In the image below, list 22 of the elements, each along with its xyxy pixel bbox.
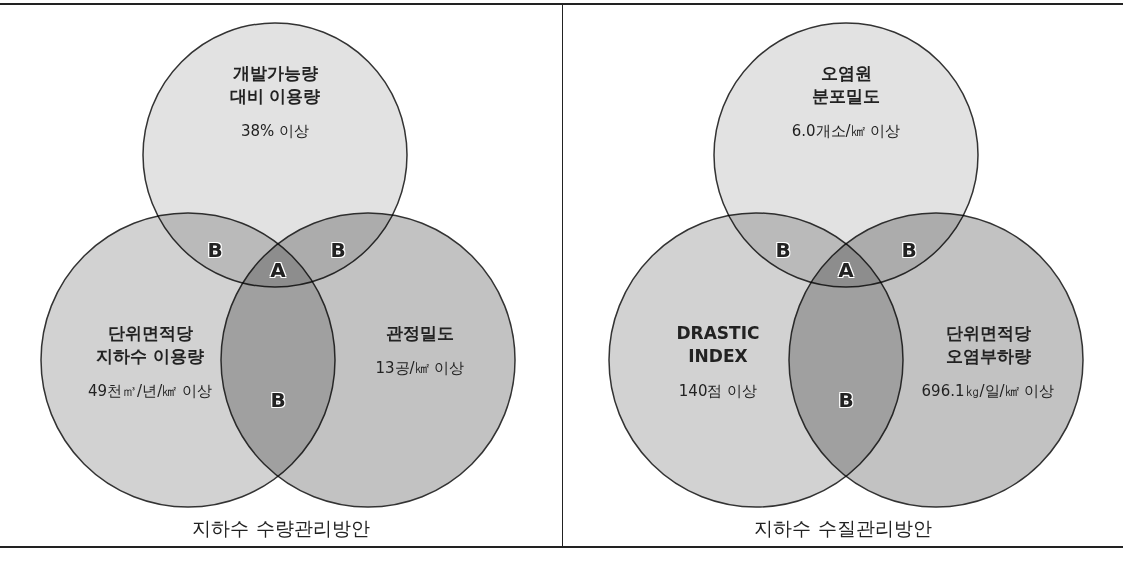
- panel-caption: 지하수 수량관리방안: [192, 516, 370, 541]
- circle-heading: 단위면적당 오염부하량: [944, 322, 1032, 368]
- threshold-value: 696.1㎏/일/㎢ 이상: [920, 382, 1056, 401]
- threshold-value: 6.0개소/㎢ 이상: [790, 122, 902, 141]
- threshold-value: 140점 이상: [677, 382, 759, 401]
- circle-heading: 관정밀도: [385, 322, 455, 345]
- circle-heading: 개발가능량 대비 이용량: [228, 62, 322, 108]
- circle-heading: 단위면적당 지하수 이용량: [95, 322, 205, 368]
- threshold-value: 38% 이상: [239, 122, 311, 141]
- region-letter: A: [838, 258, 854, 282]
- region-letter: B: [838, 388, 854, 412]
- threshold-value: 49천㎥/년/㎢ 이상: [87, 382, 213, 401]
- region-letter: B: [330, 238, 346, 262]
- circle-heading: DRASTIC INDEX: [675, 322, 761, 368]
- region-letter: A: [270, 258, 286, 282]
- region-letter: B: [775, 238, 791, 262]
- circle-heading: 오염원 분포밀도: [811, 62, 881, 108]
- region-letter: B: [901, 238, 917, 262]
- region-letter: B: [270, 388, 286, 412]
- panel-caption: 지하수 수질관리방안: [754, 516, 932, 541]
- region-letter: B: [207, 238, 223, 262]
- threshold-value: 13공/㎢ 이상: [374, 359, 466, 378]
